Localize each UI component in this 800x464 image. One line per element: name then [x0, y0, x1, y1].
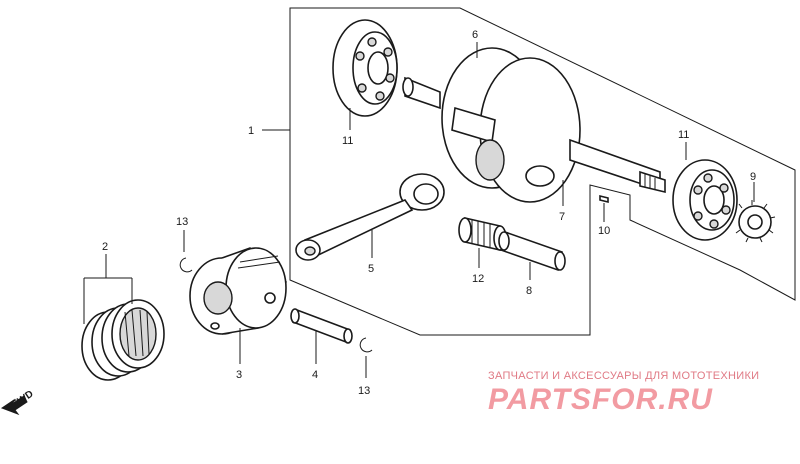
crankshaft	[402, 47, 666, 203]
callout-11-left: 11	[342, 135, 353, 147]
timing-gear	[735, 200, 776, 243]
forward-arrow-icon	[0, 395, 28, 416]
callout-12: 12	[472, 273, 484, 285]
direction-label: FWD	[11, 389, 36, 411]
piston-rings	[81, 299, 165, 381]
woodruff-key	[599, 194, 609, 204]
callout-2: 2	[102, 241, 108, 253]
piston	[189, 247, 288, 335]
callout-13-upper: 13	[176, 216, 188, 228]
watermark-caption: ЗАПЧАСТИ И АКСЕССУАРЫ ДЛЯ МОТОТЕХНИКИ	[488, 370, 760, 382]
left-bearing	[332, 19, 398, 117]
piston-clip-upper	[179, 257, 193, 273]
right-bearing	[672, 159, 738, 241]
callout-1: 1	[248, 125, 254, 137]
callout-4: 4	[312, 369, 318, 381]
callout-10: 10	[598, 225, 610, 237]
callout-7: 7	[559, 211, 565, 223]
crank-pin	[498, 230, 566, 272]
callout-11-right: 11	[678, 129, 689, 141]
piston-clip-lower	[359, 337, 373, 353]
piston-pin	[290, 308, 353, 344]
callout-13-lower: 13	[358, 385, 370, 397]
callout-6: 6	[472, 29, 478, 41]
callout-8: 8	[526, 285, 532, 297]
callout-9: 9	[750, 171, 756, 183]
callout-5: 5	[368, 263, 374, 275]
watermark-logo: PARTSFOR.RU	[488, 383, 713, 416]
assembly-outline	[289, 7, 796, 336]
callout-3: 3	[236, 369, 242, 381]
connecting-rod	[295, 173, 445, 261]
